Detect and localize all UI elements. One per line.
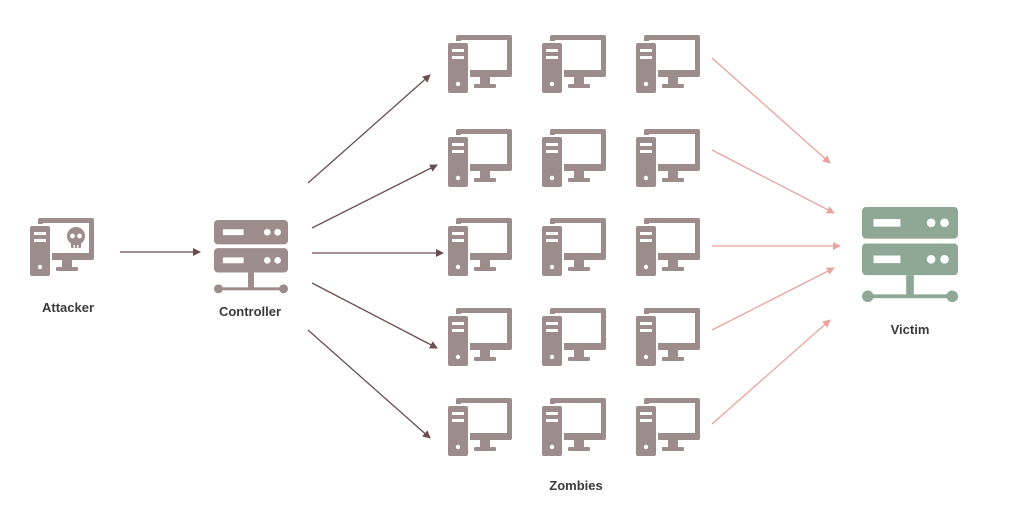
zombie-pc-icon-r5-c2 bbox=[540, 398, 606, 456]
arrow-controller-to-zombies-2 bbox=[311, 164, 438, 229]
zombie-pc-icon-r3-c2 bbox=[540, 218, 606, 276]
arrow-controller-to-zombies-4 bbox=[311, 282, 438, 349]
attacker-pc-skull-icon bbox=[28, 218, 94, 276]
arrow-zombies-to-victim-5 bbox=[711, 319, 831, 425]
zombie-pc-icon-r5-c3 bbox=[634, 398, 700, 456]
controller-label: Controller bbox=[218, 304, 282, 319]
zombie-pc-icon-r4-c1 bbox=[446, 308, 512, 366]
zombie-pc-icon-r1-c2 bbox=[540, 35, 606, 93]
victim-server-icon bbox=[862, 207, 958, 303]
arrows-layer bbox=[120, 57, 841, 439]
skull-icon bbox=[67, 227, 85, 248]
arrow-controller-to-zombies-1 bbox=[307, 74, 431, 184]
arrow-zombies-to-victim-4 bbox=[711, 267, 835, 331]
zombie-pc-icon-r4-c2 bbox=[540, 308, 606, 366]
zombie-pc-icon-r4-c3 bbox=[634, 308, 700, 366]
zombies-label: Zombies bbox=[549, 478, 603, 493]
zombie-pc-icon-r2-c2 bbox=[540, 129, 606, 187]
controller-server-icon bbox=[214, 220, 288, 294]
zombie-pc-icon-r2-c3 bbox=[634, 129, 700, 187]
victim-label: Victim bbox=[890, 322, 930, 337]
zombie-pc-icon-r1-c1 bbox=[446, 35, 512, 93]
zombie-pc-icon-r2-c1 bbox=[446, 129, 512, 187]
attacker-label: Attacker bbox=[41, 300, 95, 315]
zombie-pc-icon-r3-c1 bbox=[446, 218, 512, 276]
arrow-zombies-to-victim-2 bbox=[711, 149, 835, 214]
zombie-pc-icon-r1-c3 bbox=[634, 35, 700, 93]
zombie-pc-icon-r3-c3 bbox=[634, 218, 700, 276]
icons-layer bbox=[28, 35, 958, 456]
zombie-pc-icon-r5-c1 bbox=[446, 398, 512, 456]
arrow-zombies-to-victim-1 bbox=[711, 57, 831, 164]
arrow-controller-to-zombies-5 bbox=[307, 329, 431, 439]
